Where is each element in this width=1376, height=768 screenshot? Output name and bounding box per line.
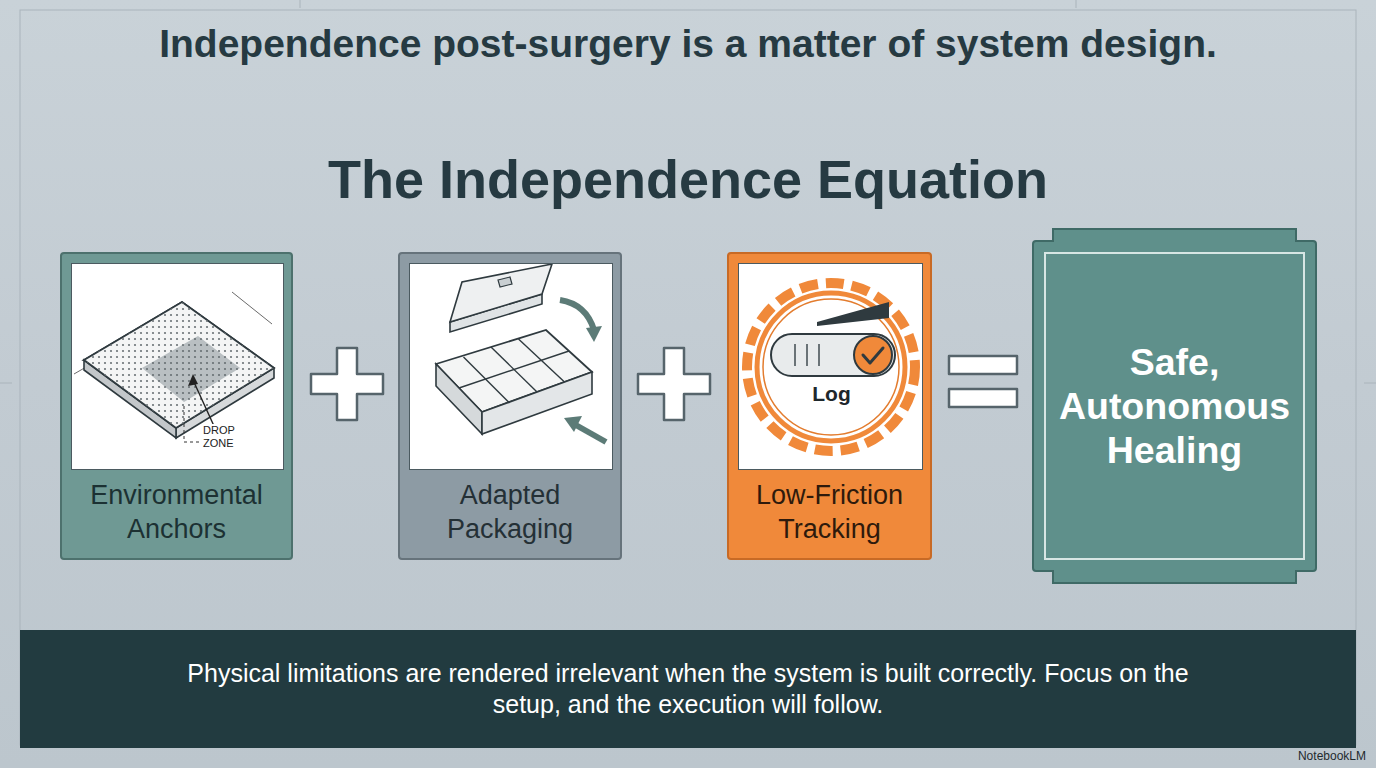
plus-sign bbox=[311, 348, 383, 420]
section-heading: The Independence Equation bbox=[0, 148, 1376, 210]
illustration-panel: Log bbox=[738, 263, 923, 470]
log-label: Log bbox=[739, 382, 923, 406]
watermark: NotebookLM bbox=[1298, 749, 1366, 763]
frame-tab bbox=[1052, 570, 1297, 584]
tracking-dial-illustration bbox=[739, 264, 923, 470]
illustration-panel bbox=[409, 263, 613, 470]
result-box: Safe, Autonomous Healing bbox=[1032, 240, 1317, 572]
text-area: Physical limitations are rendered irrele… bbox=[46, 640, 1330, 738]
frame-tab bbox=[1052, 228, 1297, 242]
component-box: LogLow-Friction Tracking bbox=[727, 252, 932, 560]
component-box: DROP ZONE Environmental Anchors bbox=[60, 252, 293, 560]
page-title: Independence post-surgery is a matter of… bbox=[0, 22, 1376, 66]
mat-illustration bbox=[72, 264, 284, 470]
equals-bar bbox=[949, 356, 1017, 374]
pill-organizer-illustration bbox=[410, 264, 613, 470]
illustration-panel: DROP ZONE bbox=[71, 263, 284, 470]
caption-band: Physical limitations are rendered irrele… bbox=[20, 630, 1356, 748]
text-area: Adapted Packaging bbox=[404, 472, 616, 554]
text-area: Environmental Anchors bbox=[66, 472, 287, 554]
component-box: Adapted Packaging bbox=[398, 252, 622, 560]
result-label: Safe, Autonomous Healing bbox=[1058, 340, 1291, 473]
caption-text: Physical limitations are rendered irrele… bbox=[168, 658, 1208, 721]
equals-bar bbox=[949, 389, 1017, 407]
text-area: Safe, Autonomous Healing bbox=[1058, 250, 1291, 562]
box-label: Environmental Anchors bbox=[68, 479, 285, 547]
plus-sign bbox=[638, 348, 710, 420]
drop-zone-label: DROP ZONE bbox=[202, 424, 248, 450]
box-label: Adapted Packaging bbox=[406, 479, 614, 547]
box-label: Low-Friction Tracking bbox=[735, 479, 924, 547]
text-area: Low-Friction Tracking bbox=[733, 472, 926, 554]
